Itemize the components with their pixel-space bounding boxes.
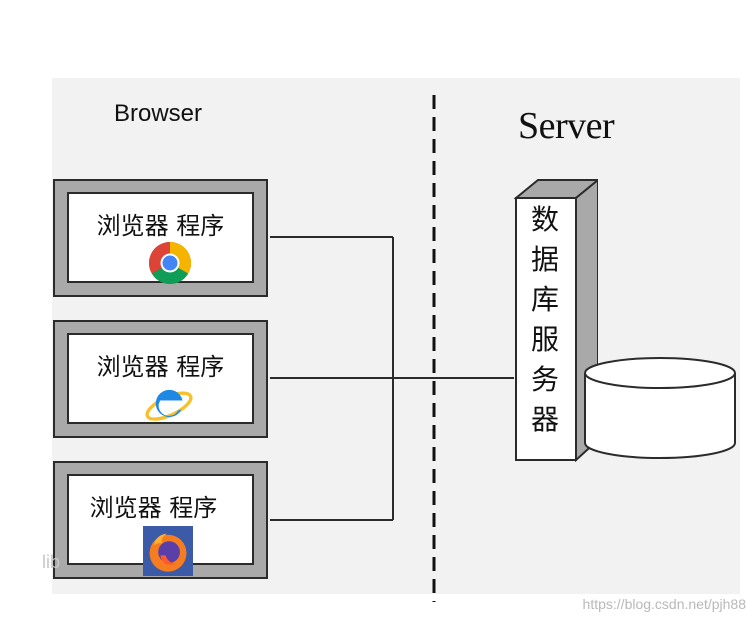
database-server-char: 器 [530,403,559,436]
browser-program-box: 浏览器 程序 [53,320,268,438]
corner-watermark: lib [42,552,61,572]
database-server-char: 服 [530,323,559,356]
firefox-icon [143,526,193,576]
server-label: Server [518,105,615,147]
browser-program-label: 浏览器 程序 [89,494,218,522]
database-server-label: 数 据 库 服 务 器 [514,200,576,440]
database-server-char: 据 [530,243,559,276]
browser-program-face: 浏览器 程序 [67,333,254,424]
database-server [514,178,598,462]
browser-program-face: 浏览器 程序 [67,474,254,576]
database-server-char: 库 [530,283,559,316]
browser-program-box: 浏览器 程序 [53,461,268,579]
browser-program-label: 浏览器 程序 [96,353,225,381]
internet-explorer-icon [145,389,193,421]
database-server-char: 务 [530,363,559,396]
watermark-url: https://blog.csdn.net/pjh88 [582,596,746,612]
browser-program-label: 浏览器 程序 [96,212,225,240]
browser-program-box: 浏览器 程序 [53,179,268,297]
browser-label: Browser [114,100,203,127]
database-server-char: 数 [530,203,559,236]
browser-program-face: 浏览器 程序 [67,192,254,285]
chrome-icon [148,242,192,285]
